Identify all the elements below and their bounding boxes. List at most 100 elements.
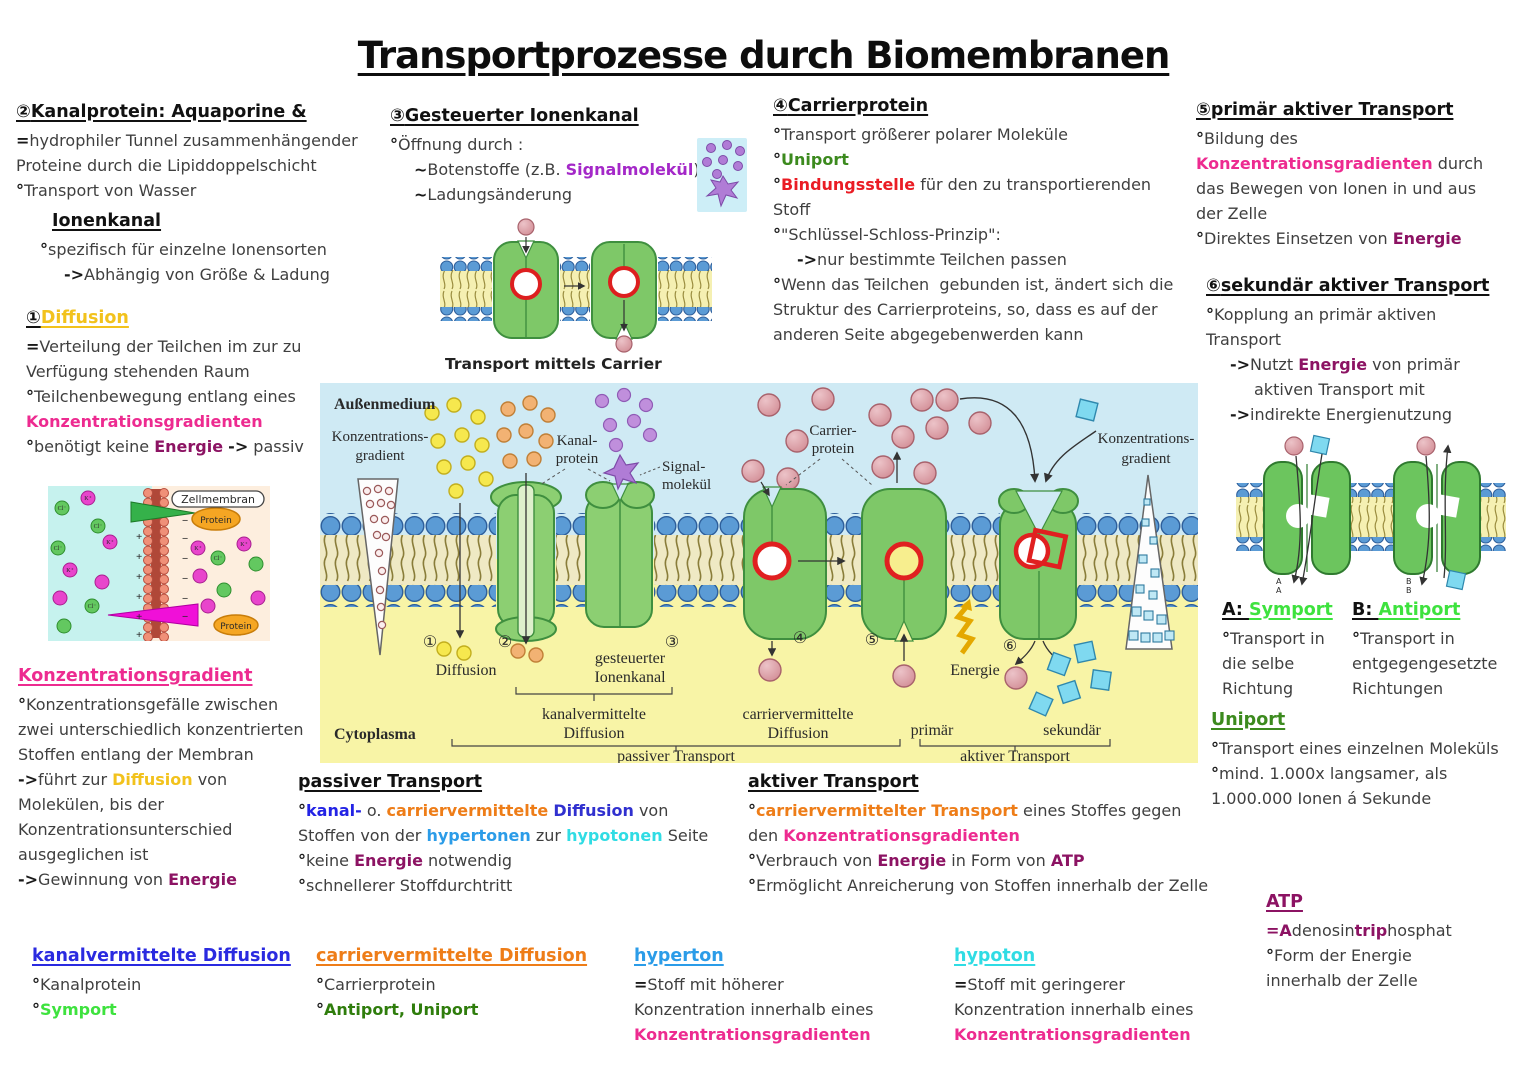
text-segment: ° bbox=[748, 851, 756, 870]
text-segment: Symport bbox=[1248, 600, 1333, 620]
svg-text:K⁺: K⁺ bbox=[66, 567, 74, 574]
carriervermittelte-diffusion-label: carriervermittelte Diffusion bbox=[742, 706, 853, 742]
text-segment: durch bbox=[1432, 154, 1484, 173]
text-segment: Direktes Einsetzen von bbox=[1204, 229, 1393, 248]
section-carriervermittelte-body: °Carrierprotein°Antiport, Uniport bbox=[316, 972, 616, 1022]
text-segment: notwendig bbox=[422, 851, 513, 870]
text-segment: Diffusion bbox=[553, 801, 634, 820]
molecule-ball bbox=[1416, 436, 1436, 456]
text-line: 1.000.000 Ionen á Sekunde bbox=[1211, 786, 1526, 811]
text-segment: tri bbox=[1354, 921, 1376, 940]
text-line: °Antiport, Uniport bbox=[316, 997, 616, 1022]
text-line: °Symport bbox=[32, 997, 322, 1022]
section-sekundaer-title: ⑥sekundär aktiver Transport bbox=[1206, 276, 1490, 296]
text-segment: ~ bbox=[414, 160, 428, 179]
text-line: Stoffen entlang der Membran bbox=[18, 742, 318, 767]
svg-text:Konzentrations-: Konzentrations- bbox=[332, 429, 429, 445]
section-passiv-title: passiver Transport bbox=[298, 772, 483, 792]
section-hyperton-title: hyperton bbox=[634, 946, 724, 966]
svg-text:−: − bbox=[182, 553, 188, 565]
text-line: Konzentrationsgradienten durch bbox=[1196, 151, 1526, 176]
text-line: B: Antiport bbox=[1352, 598, 1527, 623]
symport-protein bbox=[1263, 461, 1351, 575]
text-segment: Seite bbox=[662, 826, 709, 845]
text-segment: Konzentrationsunterschied bbox=[18, 820, 233, 839]
molecule-ball bbox=[758, 658, 782, 682]
svg-text:Diffusion: Diffusion bbox=[563, 725, 624, 742]
text-segment: in Form von bbox=[946, 851, 1051, 870]
text-segment: ° bbox=[748, 876, 756, 895]
gradient-arrow-magenta bbox=[107, 603, 199, 627]
diffusion-dots bbox=[424, 397, 494, 661]
text-segment: -> bbox=[228, 437, 249, 456]
molecule-ball bbox=[1284, 436, 1304, 456]
text-segment: Konzentration innerhalb eines bbox=[954, 1000, 1194, 1019]
text-line: Richtung bbox=[1222, 676, 1352, 701]
text-line: °Carrierprotein bbox=[316, 972, 616, 997]
svg-text:+: + bbox=[136, 551, 142, 563]
text-segment: ° bbox=[748, 801, 756, 820]
process-numbers: ① ② ③ ④ ⑤ ⑥ bbox=[423, 630, 1017, 655]
aktiver-transport-label: aktiver Transport bbox=[960, 748, 1070, 763]
text-segment: Stoff bbox=[773, 200, 811, 219]
svg-text:gesteuerter: gesteuerter bbox=[595, 650, 666, 667]
text-line: die selbe bbox=[1222, 651, 1352, 676]
text-segment: Konzentrationsgradienten bbox=[1196, 154, 1433, 173]
svg-text:K⁺: K⁺ bbox=[194, 545, 202, 552]
text-segment: hydrophiler Tunnel zusammenhängender bbox=[29, 131, 358, 150]
text-line: ->führt zur Diffusion von bbox=[18, 767, 318, 792]
svg-text:−: − bbox=[182, 515, 188, 527]
svg-text:+: + bbox=[136, 629, 142, 641]
aussenmedium-label: Außenmedium bbox=[334, 396, 436, 413]
text-segment: ° bbox=[298, 876, 306, 895]
text-segment: hypotonen bbox=[566, 826, 663, 845]
text-segment: Stoffen entlang der Membran bbox=[18, 745, 254, 764]
text-segment: Konzentrationsgradienten bbox=[954, 1025, 1191, 1044]
text-segment: ° bbox=[1211, 764, 1219, 783]
text-segment: Konzentrationsgradienten bbox=[26, 412, 263, 431]
text-segment: B: bbox=[1352, 600, 1379, 620]
text-segment: Kopplung an primär aktiven bbox=[1214, 305, 1437, 324]
svg-text:K⁺: K⁺ bbox=[240, 541, 248, 548]
text-segment: Antiport bbox=[1378, 600, 1461, 620]
energy-bolt bbox=[953, 599, 977, 655]
text-segment: Struktur des Carrierproteins, so, dass e… bbox=[773, 300, 1158, 319]
text-line: der Zelle bbox=[1196, 201, 1526, 226]
text-segment: ° bbox=[773, 275, 781, 294]
section-kanalvermittelte: kanalvermittelte Diffusion °Kanalprotein… bbox=[32, 944, 322, 1022]
text-line: Verfügung stehenden Raum bbox=[26, 359, 326, 384]
text-line: =hydrophiler Tunnel zusammenhängender bbox=[16, 128, 388, 153]
text-segment: Konzentration innerhalb eines bbox=[634, 1000, 874, 1019]
svg-text:Cl⁻: Cl⁻ bbox=[58, 506, 67, 512]
text-segment: = bbox=[954, 975, 968, 994]
text-line: Konzentrationsunterschied bbox=[18, 817, 318, 842]
section-kanalprotein: ②Kanalprotein: Aquaporine & =hydrophiler… bbox=[16, 100, 388, 287]
text-line: A: Symport bbox=[1222, 598, 1352, 623]
section-sekundaer: ⑥sekundär aktiver Transport °Kopplung an… bbox=[1206, 274, 1526, 427]
svg-text:protein: protein bbox=[556, 451, 599, 467]
text-segment: ° bbox=[773, 125, 781, 144]
molecule-ball bbox=[892, 664, 916, 688]
diffusion-label: Diffusion bbox=[435, 662, 496, 679]
text-segment: führt zur bbox=[38, 770, 113, 789]
text-line: °schnellerer Stoffdurchtritt bbox=[298, 873, 753, 898]
text-line: Konzentrationsgradienten bbox=[26, 409, 326, 434]
text-line: das Bewegen von Ionen in und aus bbox=[1196, 176, 1526, 201]
text-segment: hypertonen bbox=[426, 826, 531, 845]
text-segment: = bbox=[16, 131, 30, 150]
text-segment: Verbrauch von bbox=[756, 851, 878, 870]
svg-text:③: ③ bbox=[665, 634, 679, 651]
svg-text:Cl⁻: Cl⁻ bbox=[88, 604, 97, 610]
text-line: Konzentration innerhalb eines bbox=[634, 997, 934, 1022]
text-line: =Stoff mit höherer bbox=[634, 972, 934, 997]
ions: Cl⁻Cl⁻Cl⁻Cl⁻Cl⁻ K⁺K⁺K⁺K⁺K⁺ bbox=[50, 490, 266, 634]
text-segment: für den zu transportierenden bbox=[915, 175, 1152, 194]
text-segment: ° bbox=[18, 695, 26, 714]
primaer-label: primär bbox=[911, 722, 954, 739]
gradient-arrow-green bbox=[130, 501, 196, 523]
text-line: Proteine durch die Lipiddoppelschicht bbox=[16, 153, 388, 178]
svg-text:Konzentrations-: Konzentrations- bbox=[1098, 431, 1195, 447]
section-atp-title: ATP bbox=[1266, 892, 1303, 912]
text-segment: ° bbox=[1352, 629, 1360, 648]
